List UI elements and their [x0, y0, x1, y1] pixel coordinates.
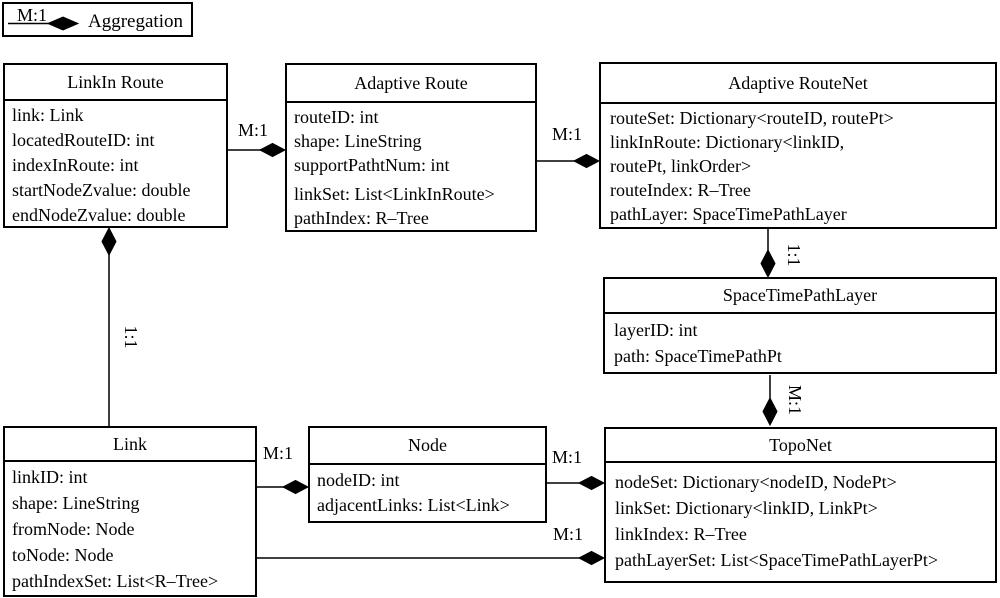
attribute: pathIndexSet: List<R–Tree>: [12, 571, 219, 591]
attribute: link: Link: [12, 105, 84, 125]
attribute: locatedRouteID: int: [12, 130, 155, 150]
multiplicity-label-adaptiveroute-adaptiveroutenet: M:1: [552, 124, 583, 144]
connector-adaptiveroute-adaptiveroutenet: [537, 153, 601, 169]
attribute-list-adaptive-route: routeID: int shape: LineString supportPa…: [287, 103, 535, 230]
class-title-linkin-route: LinkIn Route: [5, 65, 226, 101]
attribute: layerID: int: [614, 320, 698, 340]
attribute: pathLayer: SpaceTimePathLayer: [610, 204, 847, 224]
attribute-list-spacetimepathlayer: layerID: int path: SpaceTimePathPt: [605, 314, 995, 369]
attribute: linkIndex: R–Tree: [615, 524, 747, 544]
class-title-toponet: TopoNet: [606, 429, 995, 463]
connector-linkinroute-adaptiveroute: [228, 142, 287, 158]
attribute: shape: LineString: [12, 493, 140, 513]
attribute: supportPathtNum: int: [294, 155, 450, 175]
connector-link-linkinroute: [101, 226, 117, 426]
multiplicity-label-linkinroute-adaptiveroute: M:1: [238, 120, 269, 140]
attribute: linkID: int: [12, 467, 88, 487]
aggregation-diamond-icon: [258, 142, 287, 158]
class-title-adaptive-routenet: Adaptive RouteNet: [601, 64, 995, 104]
attribute: routeID: int: [294, 107, 379, 127]
legend: M:1 Aggregation: [2, 2, 193, 37]
attribute: indexInRoute: int: [12, 155, 139, 175]
class-box-toponet: TopoNet nodeSet: Dictionary<nodeID, Node…: [604, 427, 997, 583]
attribute: adjacentLinks: List<Link>: [317, 495, 510, 515]
attribute: routeIndex: R–Tree: [610, 180, 751, 200]
attribute-list-link: linkID: int shape: LineString fromNode: …: [5, 462, 255, 594]
connector-spacetimepathlayer-toponet: [762, 375, 778, 427]
class-box-linkin-route: LinkIn Route link: Link locatedRouteID: …: [3, 63, 228, 228]
multiplicity-label-link-linkinroute: 1:1: [121, 325, 141, 349]
attribute-list-node: nodeID: int adjacentLinks: List<Link>: [310, 465, 545, 518]
attribute: toNode: Node: [12, 545, 114, 565]
class-title-adaptive-route: Adaptive Route: [287, 65, 535, 103]
attribute: pathLayerSet: List<SpaceTimePathLayerPt>: [615, 550, 939, 570]
multiplicity-label-link-node: M:1: [263, 443, 294, 463]
legend-multiplicity-label: M:1: [17, 5, 48, 25]
connector-link-toponet: [257, 550, 606, 566]
attribute: shape: LineString: [294, 131, 422, 151]
class-title-link: Link: [5, 428, 255, 462]
class-box-link: Link linkID: int shape: LineString fromN…: [3, 426, 257, 597]
class-title-node: Node: [310, 428, 545, 465]
aggregation-diamond-icon: [577, 475, 606, 491]
class-box-node: Node nodeID: int adjacentLinks: List<Lin…: [308, 426, 547, 523]
multiplicity-label-spacetimepathlayer-toponet: M:1: [785, 385, 805, 416]
multiplicity-label-node-toponet: M:1: [552, 447, 583, 467]
multiplicity-label-adaptiveroutenet-spacetimepathlayer: 1:1: [784, 243, 804, 267]
attribute: routeSet: Dictionary<routeID, routePt>: [610, 108, 894, 128]
multiplicity-label-link-toponet: M:1: [553, 524, 584, 544]
attribute: linkInRoute: Dictionary<linkID,: [610, 132, 845, 152]
attribute-list-toponet: nodeSet: Dictionary<nodeID, NodePt> link…: [606, 463, 995, 573]
attribute: linkSet: Dictionary<linkID, LinkPt>: [615, 498, 878, 518]
legend-meaning-label: Aggregation: [88, 11, 183, 32]
aggregation-diamond-icon: [101, 226, 117, 257]
attribute: path: SpaceTimePathPt: [614, 346, 782, 366]
class-title-spacetimepathlayer: SpaceTimePathLayer: [605, 279, 995, 314]
attribute: endNodeZvalue: double: [12, 205, 186, 225]
attribute: nodeID: int: [317, 470, 400, 490]
aggregation-diamond-icon: [762, 396, 778, 427]
aggregation-diamond-icon: [572, 153, 601, 169]
attribute: routePt, linkOrder>: [610, 156, 752, 176]
attribute-list-linkin-route: link: Link locatedRouteID: int indexInRo…: [5, 101, 226, 228]
connector-adaptiveroutenet-spacetimepathlayer: [760, 229, 776, 279]
attribute: fromNode: Node: [12, 519, 135, 539]
aggregation-diamond-icon: [760, 248, 776, 279]
attribute-list-adaptive-routenet: routeSet: Dictionary<routeID, routePt> l…: [601, 104, 995, 226]
aggregation-diamond-icon: [577, 550, 606, 566]
connector-link-node: [257, 479, 310, 495]
attribute: pathIndex: R–Tree: [294, 208, 429, 228]
attribute: nodeSet: Dictionary<nodeID, NodePt>: [615, 472, 897, 492]
aggregation-diamond-icon: [281, 479, 310, 495]
attribute: startNodeZvalue: double: [12, 180, 191, 200]
class-box-adaptive-routenet: Adaptive RouteNet routeSet: Dictionary<r…: [599, 62, 997, 229]
attribute: linkSet: List<LinkInRoute>: [294, 184, 495, 204]
class-box-spacetimepathlayer: SpaceTimePathLayer layerID: int path: Sp…: [603, 277, 997, 374]
connector-node-toponet: [547, 475, 606, 491]
class-box-adaptive-route: Adaptive Route routeID: int shape: LineS…: [285, 63, 537, 232]
